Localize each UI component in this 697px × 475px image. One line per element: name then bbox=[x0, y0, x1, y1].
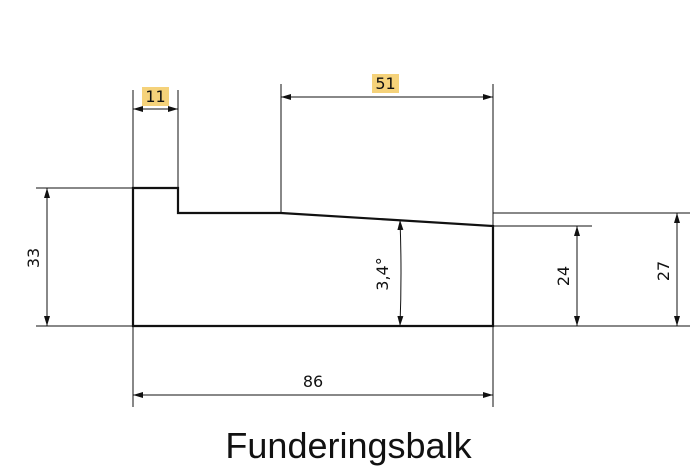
beam-profile bbox=[131, 186, 495, 328]
dim-label-angle: 3,4° bbox=[373, 257, 392, 290]
dim-label-24: 24 bbox=[554, 266, 573, 286]
extension-lines bbox=[36, 84, 690, 407]
dim-label-51: 51 bbox=[375, 74, 395, 93]
angle-arc bbox=[397, 219, 404, 327]
dimension-lines bbox=[44, 94, 680, 398]
dim-label-11: 11 bbox=[145, 87, 165, 106]
dim-label-86: 86 bbox=[303, 372, 323, 391]
dim-label-33: 33 bbox=[24, 248, 43, 268]
dim-label-27: 27 bbox=[654, 261, 673, 281]
drawing-caption: Funderingsbalk bbox=[225, 425, 472, 466]
highlight-11 bbox=[142, 87, 169, 106]
highlight-51 bbox=[372, 74, 399, 93]
